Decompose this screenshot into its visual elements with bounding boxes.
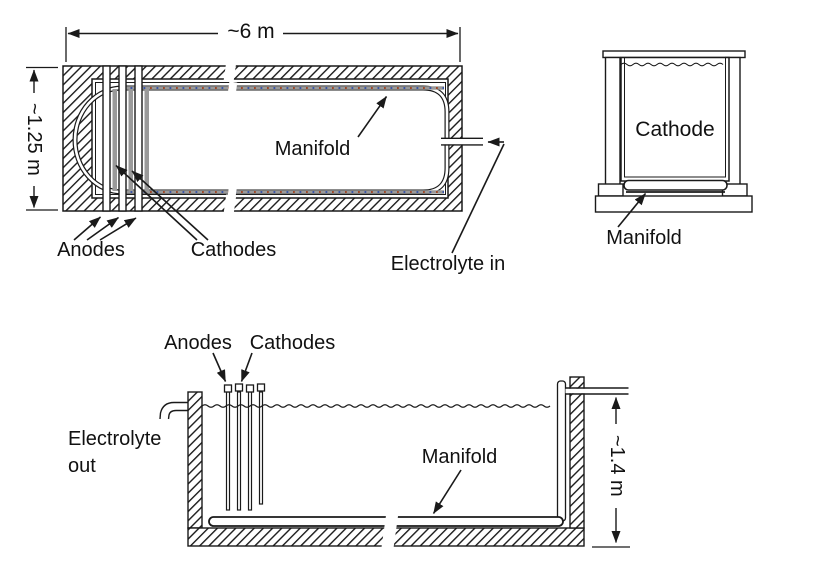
plan-anodes <box>102 65 143 212</box>
side-left-wall <box>187 391 203 529</box>
plan-view <box>26 27 505 254</box>
plan-dim-length-label: ~6 m <box>227 20 275 43</box>
plan-inlet-pipe <box>441 137 483 146</box>
plan-cathodes <box>112 89 149 191</box>
side-dim-depth-label: ~1.4 m <box>606 435 628 497</box>
side-right-wall <box>569 376 585 529</box>
side-outlet-pipe <box>159 401 188 420</box>
end-manifold-label: Manifold <box>606 227 682 249</box>
side-water-line <box>201 404 551 408</box>
side-electrodes <box>223 383 266 511</box>
end-cathode-label: Cathode <box>635 118 715 141</box>
end-manifold <box>623 179 728 191</box>
plan-manifold-label: Manifold <box>274 138 351 160</box>
end-left-wall <box>604 56 621 186</box>
plan-dim-width-label: ~1.25 m <box>23 102 45 176</box>
plan-break-marks <box>223 59 238 215</box>
plan-electrolyte-in-label: Electrolyte in <box>390 253 506 275</box>
side-feed-pipe <box>565 387 629 395</box>
side-riser-pipe <box>556 380 567 522</box>
manifold-holes-blue <box>124 87 444 193</box>
end-base <box>594 195 753 213</box>
plan-cathodes-label: Cathodes <box>190 239 277 261</box>
end-view <box>594 50 753 228</box>
plan-anodes-label: Anodes <box>57 239 125 261</box>
side-break-mark <box>381 509 399 552</box>
plan-leaders <box>73 96 505 254</box>
plan-dim-width <box>26 66 58 211</box>
side-manifold-label: Manifold <box>421 446 498 468</box>
plan-manifold-loop <box>72 85 450 195</box>
side-cathodes-label: Cathodes <box>249 332 336 354</box>
manifold-holes-red <box>124 87 444 193</box>
side-dim-depth <box>592 397 630 548</box>
side-leaders <box>212 352 462 514</box>
end-hanger-bar <box>602 50 746 59</box>
side-electrolyte-out-label: Electrolyte out <box>68 428 162 477</box>
plan-dim-length <box>65 27 461 62</box>
end-manifold-leader <box>617 192 647 228</box>
end-cathode-plate <box>620 56 730 182</box>
end-water-line <box>620 62 724 67</box>
side-view <box>159 352 630 552</box>
side-anodes-label: Anodes <box>164 332 232 354</box>
